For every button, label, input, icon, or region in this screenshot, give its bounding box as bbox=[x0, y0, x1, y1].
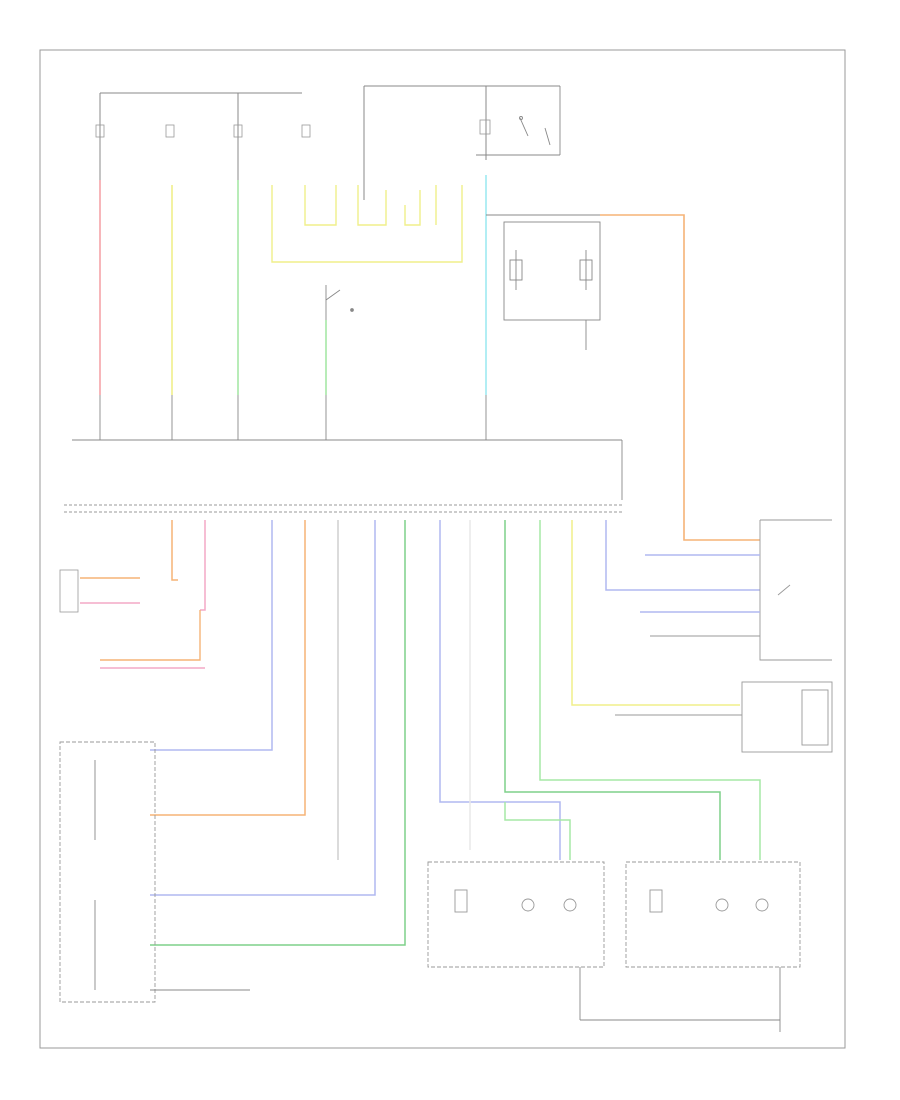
ground-bus bbox=[72, 395, 623, 500]
right-headlamp bbox=[625, 861, 801, 968]
main-connector bbox=[64, 504, 622, 513]
ground-return bbox=[579, 967, 781, 1032]
right-module-boxes bbox=[615, 519, 833, 753]
top-power-bus bbox=[99, 85, 560, 200]
parking-brake-switch bbox=[325, 285, 354, 320]
left-harness-wires bbox=[80, 577, 205, 669]
fuse-symbols bbox=[95, 119, 491, 138]
headlamp-switch bbox=[59, 741, 156, 1003]
yellow-harness bbox=[271, 185, 463, 263]
switch-internals bbox=[94, 760, 250, 991]
page-frame bbox=[39, 49, 846, 1049]
left-headlamp bbox=[427, 861, 605, 968]
wire-orange-top bbox=[600, 214, 760, 541]
left-wire-group bbox=[99, 175, 487, 395]
right-relay-box bbox=[486, 214, 601, 350]
lamp-bulbs bbox=[454, 889, 769, 913]
connector-wires bbox=[150, 520, 761, 946]
left-module-box bbox=[59, 569, 79, 613]
headlamp-relay bbox=[476, 86, 561, 156]
